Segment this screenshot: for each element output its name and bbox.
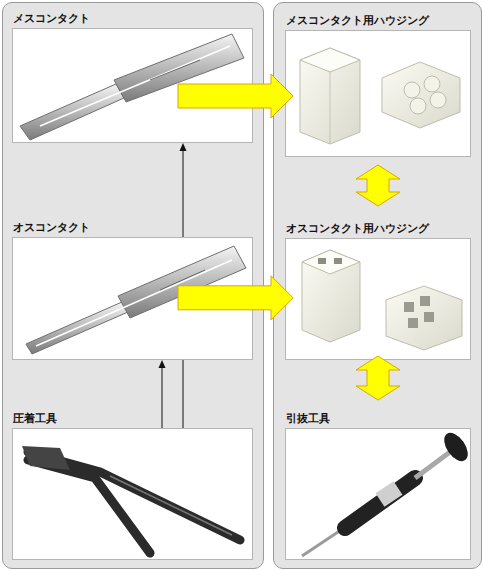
housing-edge [330,72,331,144]
housing-top [300,48,360,72]
male-contact [26,246,246,354]
flow-line-stroke [162,366,163,428]
housing-body [386,286,462,350]
component-box: メスコンタクト [12,28,253,143]
component-box: オスコンタクト [12,237,253,360]
housing-hole [334,258,342,264]
housing-hole [408,318,418,328]
block-arrow [178,276,293,320]
tool-jaw [22,446,70,470]
contact-pin [26,302,128,354]
arrow-head [180,143,187,151]
tool-handle [28,452,240,540]
crimp-tool [22,446,240,553]
contact-barrel [118,246,246,318]
female-housing [300,48,460,144]
component-heading: メスコンタクト用ハウジング [286,14,429,28]
flow-line [159,360,166,428]
tool-knob [439,429,472,466]
component-heading: 引抜工具 [286,412,330,426]
housing-post [424,76,440,92]
housing-hole [318,258,326,264]
tool-highlight [110,476,232,535]
component-heading: オスコンタクト用ハウジング [286,222,429,236]
tool-pin [302,524,350,556]
component-heading: 圧着工具 [13,412,57,426]
block-arrow [356,356,400,400]
component-box: オスコンタクト用ハウジング [285,238,471,360]
housing-post [404,82,420,98]
housing-hole [404,302,414,312]
block-arrow [178,74,293,118]
contact-highlight [40,46,230,126]
housing-body [300,48,360,144]
tool-handle [28,460,150,553]
component-heading: メスコンタクト [13,12,90,26]
contact-slot [160,270,205,290]
male-housing [302,250,462,350]
contact-highlight [36,260,232,346]
housing-hole [424,312,434,322]
housing-top [302,250,360,274]
contact-socket [20,84,124,140]
housing-post [430,92,446,108]
contact-slot [150,60,200,80]
arrow-head [159,360,166,368]
block-arrow [356,165,400,206]
housing-body [302,250,360,342]
tool-band [380,488,398,500]
contact-barrel [114,34,244,102]
housing-hole [420,296,430,306]
tool-rod [415,452,450,478]
component-box: 圧着工具 [12,428,253,560]
component-box: 引抜工具 [285,428,471,560]
component-heading: オスコンタクト [13,221,90,235]
female-contact [20,34,244,140]
extraction-tool [302,429,473,556]
tool-body [345,478,415,528]
component-box: メスコンタクト用ハウジング [285,30,471,157]
housing-post [410,98,426,114]
housing-body [382,62,460,128]
